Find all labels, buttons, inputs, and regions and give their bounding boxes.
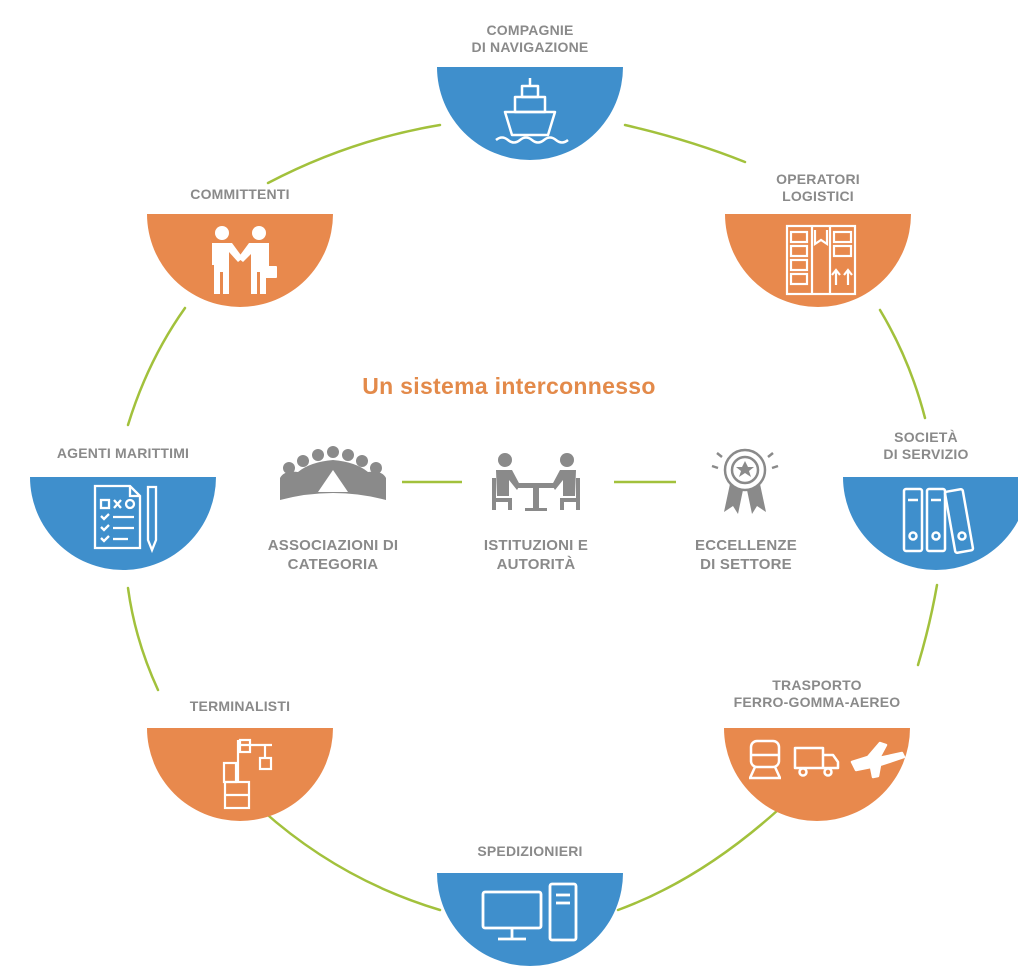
- warehouse-shelves-icon: [785, 224, 857, 296]
- node-operatori: [725, 214, 911, 307]
- node-trasporto-disc: [724, 728, 910, 821]
- label-associazioni: ASSOCIAZIONI DI CATEGORIA: [267, 537, 399, 573]
- node-committenti: [147, 214, 333, 307]
- group-icon: [280, 446, 386, 500]
- node-committenti-disc: [147, 214, 333, 307]
- train-truck-plane-icon: [748, 739, 906, 780]
- label-terminalisti: TERMINALISTI: [189, 698, 291, 714]
- handshake-icon: [212, 226, 277, 294]
- ship-icon: [495, 78, 569, 144]
- node-spedizionieri-disc: [437, 873, 623, 966]
- node-compagnie-disc: [437, 67, 623, 160]
- label-operatori: OPERATORI LOGISTICI: [776, 171, 860, 204]
- node-agenti-disc: [30, 477, 216, 570]
- arc-operatori-societa: [878, 308, 927, 420]
- award-icon: [711, 448, 779, 514]
- label-committenti: COMMITTENTI: [190, 186, 290, 202]
- node-operatori-disc: [725, 214, 911, 307]
- crane-icon: [222, 738, 273, 810]
- arc-agenti-committenti: [126, 306, 187, 427]
- arc-terminalisti-agenti: [126, 586, 160, 692]
- node-societa: [843, 477, 1018, 570]
- label-spedizionieri: SPEDIZIONIERI: [477, 843, 583, 859]
- label-trasporto: TRASPORTO FERRO-GOMMA-AEREO: [733, 677, 901, 710]
- node-terminalisti: [147, 728, 333, 821]
- node-agenti: [30, 477, 216, 570]
- diagram-title: Un sistema interconnesso: [362, 373, 656, 399]
- connector-arcs: [126, 123, 939, 912]
- node-societa-disc: [843, 477, 1018, 570]
- node-compagnie: [437, 67, 623, 160]
- computer-icon: [481, 882, 578, 942]
- label-istituzioni: ISTITUZIONI E AUTORITÀ: [483, 537, 589, 573]
- label-compagnie: COMPAGNIE DI NAVIGAZIONE: [471, 22, 589, 55]
- label-agenti: AGENTI MARITTIMI: [56, 445, 190, 461]
- arc-compagnie-operatori: [623, 123, 747, 164]
- node-spedizionieri: [437, 873, 623, 966]
- checklist-icon: [93, 484, 158, 554]
- node-trasporto: [724, 728, 910, 821]
- arc-trasporto-spedizionieri: [616, 808, 780, 912]
- arc-committenti-compagnie: [266, 123, 442, 185]
- node-terminalisti-disc: [147, 728, 333, 821]
- label-societa: SOCIETÀ DI SERVIZIO: [883, 429, 969, 462]
- arc-societa-trasporto: [916, 583, 939, 667]
- label-eccellenze: ECCELLENZE DI SETTORE: [694, 537, 797, 573]
- arc-spedizionieri-terminalisti: [260, 808, 442, 912]
- binders-icon: [902, 487, 975, 555]
- meeting-icon: [492, 453, 580, 511]
